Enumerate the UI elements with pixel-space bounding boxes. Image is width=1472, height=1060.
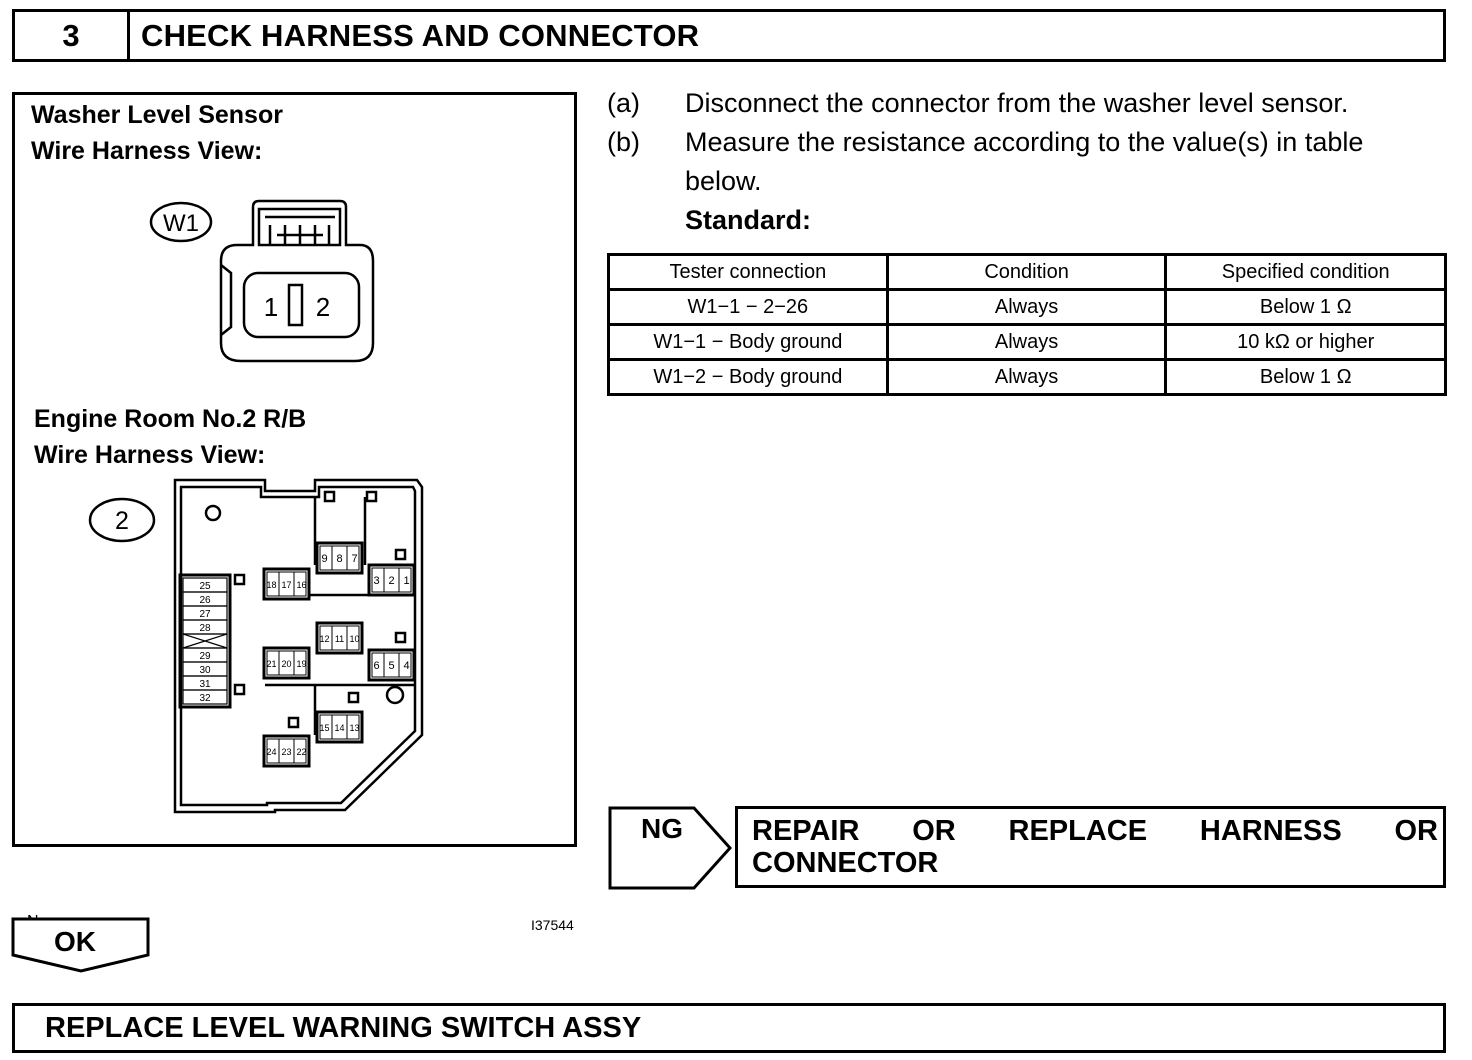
rb-pin-label: 19 [296, 659, 306, 669]
ng-result-box: REPAIR OR REPLACE HARNESS OR CONNECTOR [735, 806, 1446, 888]
rb-pin-label: 23 [281, 747, 291, 757]
sensor-connector-face [242, 271, 361, 339]
rb-pin-label: 28 [199, 623, 211, 634]
sensor-pin-1: 1 [264, 292, 278, 322]
step-number: 3 [15, 12, 130, 59]
spec-table: Tester connection Condition Specified co… [607, 253, 1447, 396]
rb-pin-label: 11 [335, 634, 344, 644]
table-cell: Always [885, 323, 1168, 361]
table-cell: W1−1 − 2−26 [607, 288, 889, 326]
rb-label: 2 [115, 507, 129, 535]
sensor-subtitle: Wire Harness View: [31, 137, 263, 165]
table-cell: Below 1 Ω [1164, 288, 1447, 326]
ng-arrow-shape [608, 806, 733, 890]
table-cell: Always [885, 288, 1168, 326]
w1-label: W1 [163, 210, 199, 237]
sensor-connector-housing [219, 199, 375, 363]
step-b-text-line1: Measure the resistance according to the … [685, 127, 1364, 157]
table-row: W1−1 − Body ground Always 10 kΩ or highe… [607, 323, 1447, 361]
rb-block-h: 24 23 22 [262, 734, 311, 768]
rb-pin-label: 8 [336, 553, 342, 565]
step-a-letter: (a) [607, 88, 640, 118]
mounting-hole [204, 504, 222, 522]
rb-pin-label: 30 [199, 665, 211, 676]
rb-pin-label: 3 [373, 575, 379, 587]
ng-result-text: REPAIR OR REPLACE HARNESS OR CONNECTOR [752, 815, 1438, 879]
rb-pin-label: 15 [319, 723, 329, 733]
rb-pin-label: 1 [403, 575, 409, 587]
step-b-text-line2: below. [685, 166, 762, 196]
rb-pin-label: 25 [199, 581, 211, 592]
rb-pin-label: 6 [373, 660, 379, 672]
step-title: CHECK HARNESS AND CONNECTOR [141, 17, 700, 53]
rb-pin-label: 31 [199, 679, 211, 690]
rb-pin-label: 27 [199, 609, 211, 620]
rb-callout [88, 497, 156, 543]
rb-pin-label: 26 [199, 595, 211, 606]
rb-pin-label: 14 [334, 723, 344, 733]
step-b-letter: (b) [607, 127, 640, 157]
sensor-pin-2: 2 [316, 292, 330, 322]
rb-pin-label: 24 [266, 747, 276, 757]
relay-block-housing [173, 478, 424, 814]
step-a-text: Disconnect the connector from the washer… [685, 88, 1349, 118]
w1-callout [149, 201, 213, 243]
table-cell: Below 1 Ω [1164, 358, 1447, 396]
sensor-title: Washer Level Sensor [31, 101, 283, 129]
rb-pin-label: 21 [266, 659, 276, 669]
rb-pin-label: 13 [349, 723, 359, 733]
table-row: W1−1 − 2−26 Always Below 1 Ω [607, 288, 1447, 326]
ok-label: OK [54, 926, 96, 957]
ok-arrow-shape [11, 917, 150, 973]
rb-block-b: 18 17 16 [262, 567, 311, 601]
table-row: W1−2 − Body ground Always Below 1 Ω [607, 358, 1447, 396]
rb-block-d: 12 11 10 [315, 621, 364, 655]
rb-pin-label: 32 [199, 693, 211, 704]
figure-code: I37544 [531, 917, 574, 933]
sensor-connector-divider [287, 283, 304, 327]
rb-pin-label: 17 [281, 580, 291, 590]
final-result-box: REPLACE LEVEL WARNING SWITCH ASSY [12, 1003, 1446, 1053]
rb-pin-label: 7 [351, 553, 357, 565]
rb-block-e: 21 20 19 [262, 646, 311, 680]
rb-pin-label: 20 [281, 659, 291, 669]
step-header: 3 CHECK HARNESS AND CONNECTOR [12, 9, 1446, 62]
rb-pin-label: 29 [199, 651, 211, 662]
rb-pin-label: 5 [388, 660, 394, 672]
table-cell: 10 kΩ or higher [1164, 323, 1447, 361]
ng-label: NG [641, 813, 683, 844]
rb-pin-label: 10 [349, 634, 359, 644]
rb-pin-label: 9 [321, 553, 327, 565]
header-condition: Condition [885, 253, 1168, 291]
rb-pin-label: 22 [296, 747, 306, 757]
final-result-text: REPLACE LEVEL WARNING SWITCH ASSY [45, 1011, 642, 1044]
table-header-row: Tester connection Condition Specified co… [607, 253, 1447, 291]
rb-pin-label: 4 [403, 660, 409, 672]
rb-pin-label: 18 [266, 580, 276, 590]
relay-block-title: Engine Room No.2 R/B [34, 405, 307, 433]
rb-column-connector: 25 26 27 28 29 30 31 32 [178, 573, 232, 709]
standard-label: Standard: [685, 205, 812, 235]
table-cell: W1−2 − Body ground [607, 358, 889, 396]
illustration-panel: Washer Level Sensor Wire Harness View: E… [12, 92, 577, 933]
rb-pin-label: 2 [388, 575, 394, 587]
header-tester-connection: Tester connection [607, 253, 889, 291]
relay-block-subtitle: Wire Harness View: [34, 441, 266, 469]
table-cell: Always [885, 358, 1168, 396]
mounting-hole-2 [385, 685, 405, 705]
table-cell: W1−1 − Body ground [607, 323, 889, 361]
header-specified-condition: Specified condition [1164, 253, 1447, 291]
rb-block-g: 15 14 13 [315, 710, 364, 744]
rb-pin-label: 12 [319, 634, 329, 644]
rb-pin-label: 16 [296, 580, 306, 590]
